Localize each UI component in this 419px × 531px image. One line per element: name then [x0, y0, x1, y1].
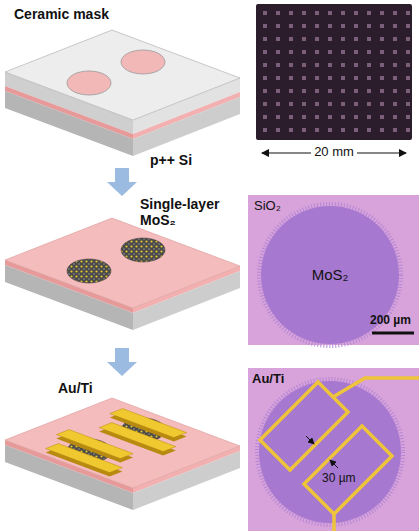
gap-arrow	[330, 460, 338, 468]
mask-photo	[256, 4, 412, 140]
gap-arrow	[306, 436, 314, 444]
device-stack	[5, 398, 240, 510]
oxide-top	[5, 398, 240, 488]
oxide-top	[5, 218, 240, 308]
mask-hole	[121, 50, 165, 74]
layer-label: p++ Si	[150, 152, 192, 168]
mos2-spot	[259, 381, 401, 523]
micrograph	[248, 368, 419, 531]
mos2-patch	[121, 238, 165, 262]
material-label: Single-layer MoS₂	[140, 196, 240, 228]
electrode-pad	[110, 409, 187, 438]
dimension-label: 30 µm	[322, 472, 356, 486]
mos2-patch	[67, 259, 111, 283]
spot-edge	[257, 379, 403, 525]
mask-hole	[67, 71, 111, 95]
electrode-line	[304, 426, 392, 531]
mask-stack	[5, 30, 240, 156]
electrode-pads	[46, 409, 187, 477]
material-label: MoS₂	[312, 266, 349, 283]
material-label: SiO₂	[254, 199, 281, 214]
scale-bar	[372, 332, 414, 335]
wafer-stack	[5, 218, 240, 330]
step-arrow	[107, 348, 137, 376]
micrograph	[248, 195, 419, 345]
part-label: Ceramic mask	[14, 6, 109, 22]
electrodes	[260, 378, 419, 531]
part-label: Au/Ti	[58, 380, 93, 396]
step-arrow	[107, 168, 137, 196]
scale-label: 200 µm	[370, 314, 411, 328]
mask-top	[5, 30, 240, 120]
electrode-line	[260, 378, 419, 470]
part-label: Au/Ti	[252, 372, 284, 387]
dimension-label: 20 mm	[311, 145, 357, 160]
